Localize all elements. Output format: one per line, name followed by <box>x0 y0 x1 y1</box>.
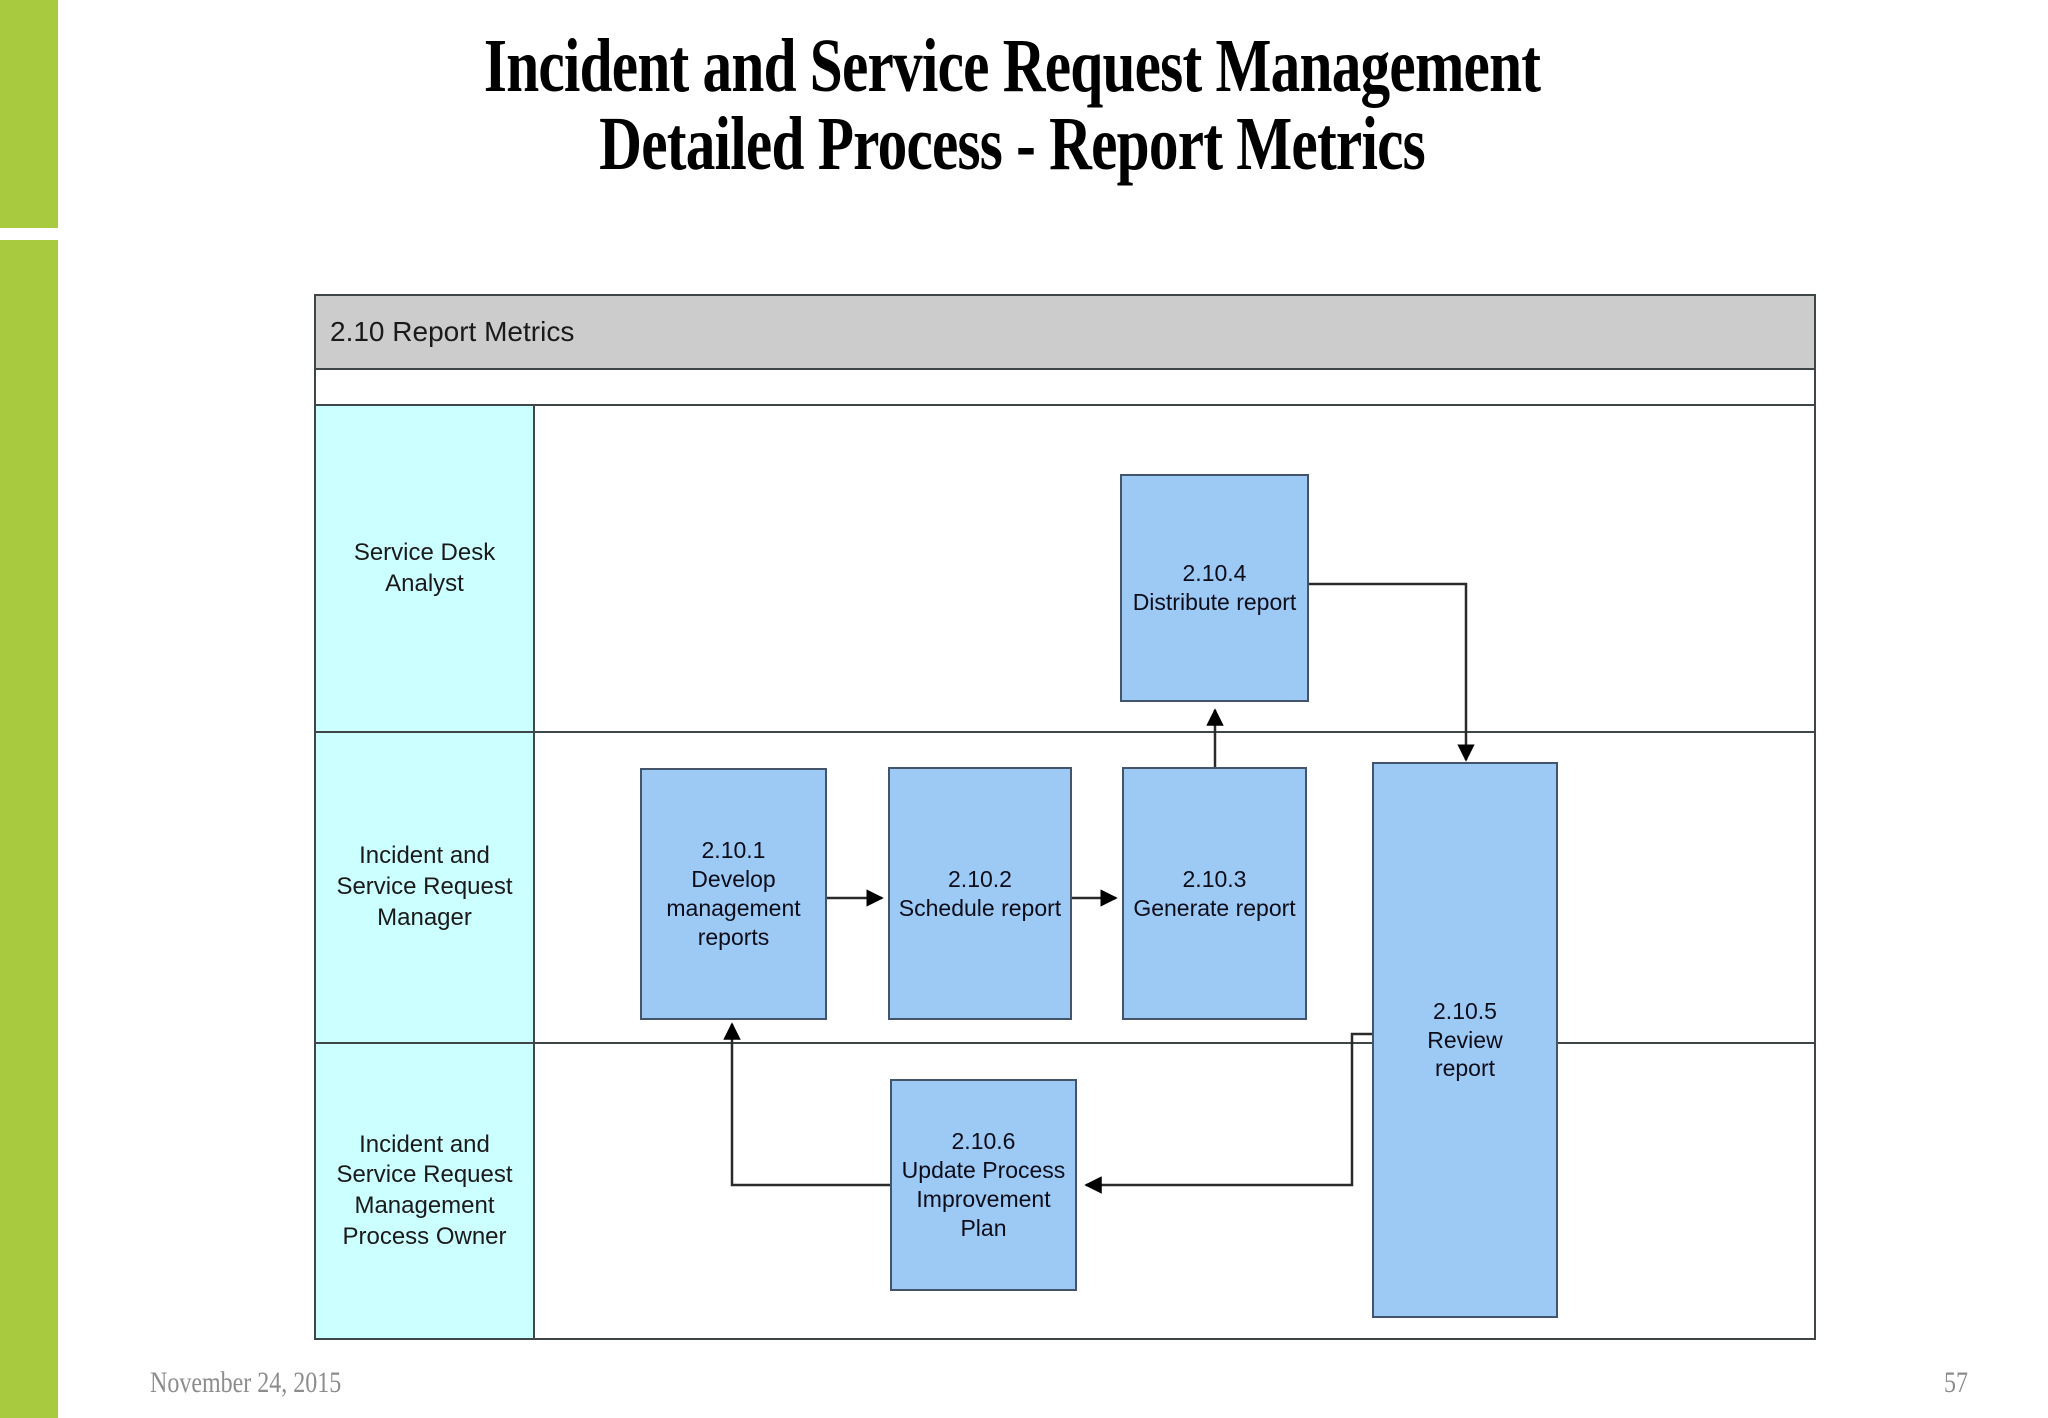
process-node-2-10-5[interactable]: 2.10.5 Review report <box>1372 762 1558 1318</box>
swimlane-incident-and-service-request-manager: Incident and Service Request Manager <box>316 733 1814 1044</box>
process-node-2-10-4[interactable]: 2.10.4 Distribute report <box>1120 474 1309 702</box>
footer-page-number: 57 <box>1944 1366 1968 1399</box>
process-node-2-10-2[interactable]: 2.10.2 Schedule report <box>888 767 1072 1020</box>
swimlane-label-service-desk-analyst: Service Desk Analyst <box>316 406 535 731</box>
diagram-header-bar: 2.10 Report Metrics <box>316 296 1814 370</box>
swimlane-label-incident-and-service-request-manager: Incident and Service Request Manager <box>316 733 535 1042</box>
slide-title: Incident and Service Request Management … <box>483 24 1541 186</box>
diagram-header-label: 2.10 Report Metrics <box>330 316 575 347</box>
process-node-2-10-6[interactable]: 2.10.6 Update Process Improvement Plan <box>890 1079 1077 1291</box>
swimlane-label-process-owner: Incident and Service Request Management … <box>316 1044 535 1338</box>
footer-date: November 24, 2015 <box>150 1366 342 1399</box>
swimlane-service-desk-analyst: Service Desk Analyst <box>316 406 1814 733</box>
accent-bar-top <box>0 0 58 228</box>
diagram-header-spacer <box>316 370 1814 406</box>
process-node-2-10-1[interactable]: 2.10.1 Develop management reports <box>640 768 827 1020</box>
swimlane-process-owner: Incident and Service Request Management … <box>316 1044 1814 1338</box>
accent-bar-bottom <box>0 240 58 1418</box>
process-node-2-10-3[interactable]: 2.10.3 Generate report <box>1122 767 1307 1020</box>
process-diagram: 2.10 Report Metrics Service Desk Analyst… <box>314 294 1816 1340</box>
